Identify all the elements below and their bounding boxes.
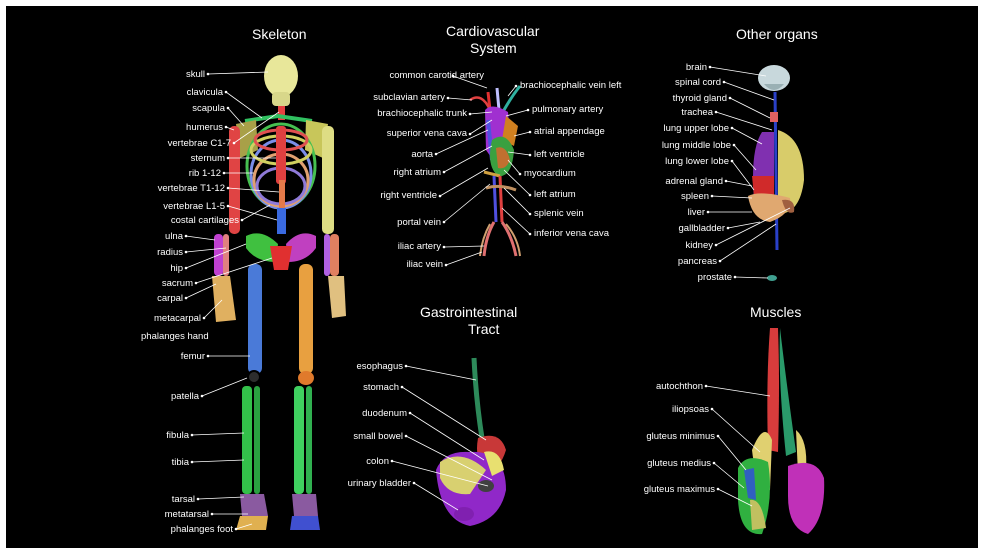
label-right-ventricle: right ventricle xyxy=(381,190,438,201)
label-aorta: aorta xyxy=(411,149,433,160)
label-phalanges-hand: phalanges hand xyxy=(141,331,209,342)
label-right-atrium: right atrium xyxy=(393,167,441,178)
label-scapula: scapula xyxy=(192,103,225,114)
label-pulmonary-artery: pulmonary artery xyxy=(532,104,603,115)
label-splenic-vein: splenic vein xyxy=(534,208,584,219)
label-prostate: prostate xyxy=(698,272,732,283)
label-spinal-cord: spinal cord xyxy=(675,77,721,88)
label-humerus: humerus xyxy=(186,122,223,133)
label-left-atrium: left atrium xyxy=(534,189,576,200)
cardio-title-line2: System xyxy=(470,40,517,56)
gi-figure xyxy=(436,358,506,526)
label-duodenum: duodenum xyxy=(362,408,407,419)
label-patella: patella xyxy=(171,391,199,402)
cardio-leader-lines xyxy=(436,76,530,265)
label-lung-upper-lobe: lung upper lobe xyxy=(664,123,730,134)
label-rib: rib 1-12 xyxy=(189,168,221,179)
muscles-title: Muscles xyxy=(750,304,801,320)
label-gallbladder: gallbladder xyxy=(679,223,725,234)
label-iliac-artery: iliac artery xyxy=(398,241,441,252)
label-kidney: kidney xyxy=(686,240,713,251)
label-metatarsal: metatarsal xyxy=(165,509,209,520)
label-skull: skull xyxy=(186,69,205,80)
label-costal-cartilages: costal cartilages xyxy=(171,215,239,226)
skeleton-figure xyxy=(212,55,346,530)
gi-title-line2: Tract xyxy=(468,321,499,337)
organs-title: Other organs xyxy=(736,26,818,42)
label-iliopsoas: iliopsoas xyxy=(672,404,709,415)
label-left-ventricle: left ventricle xyxy=(534,149,585,160)
label-colon: colon xyxy=(366,456,389,467)
label-gluteus-maximus: gluteus maximus xyxy=(644,484,715,495)
label-ulna: ulna xyxy=(165,231,183,242)
label-vertebrae-t: vertebrae T1-12 xyxy=(158,183,225,194)
label-brachiocephalic-vein-left: brachiocephalic vein left xyxy=(520,80,621,91)
label-autochthon: autochthon xyxy=(656,381,703,392)
label-vertebrae-c: vertebrae C1-7 xyxy=(168,138,231,149)
muscles-figure xyxy=(738,328,824,534)
label-inferior-vena-cava: inferior vena cava xyxy=(534,228,609,239)
label-atrial-appendage: atrial appendage xyxy=(534,126,605,137)
label-stomach: stomach xyxy=(363,382,399,393)
label-liver: liver xyxy=(688,207,705,218)
label-trachea: trachea xyxy=(681,107,713,118)
label-femur: femur xyxy=(181,351,205,362)
label-myocardium: myocardium xyxy=(524,168,576,179)
label-carpal: carpal xyxy=(157,293,183,304)
label-urinary-bladder: urinary bladder xyxy=(348,478,411,489)
label-spleen: spleen xyxy=(681,191,709,202)
cardio-title-line1: Cardiovascular xyxy=(446,23,539,39)
label-adrenal-gland: adrenal gland xyxy=(665,176,723,187)
label-clavicula: clavicula xyxy=(187,87,223,98)
label-gluteus-minimus: gluteus minimus xyxy=(646,431,715,442)
label-lung-middle-lobe: lung middle lobe xyxy=(662,140,731,151)
label-subclavian-artery: subclavian artery xyxy=(373,92,445,103)
label-metacarpal: metacarpal xyxy=(154,313,201,324)
label-pancreas: pancreas xyxy=(678,256,717,267)
label-tarsal: tarsal xyxy=(172,494,195,505)
label-radius: radius xyxy=(157,247,183,258)
label-tibia: tibia xyxy=(172,457,189,468)
label-vertebrae-l: vertebrae L1-5 xyxy=(163,201,225,212)
label-brachiocephalic-trunk: brachiocephalic trunk xyxy=(377,108,467,119)
label-esophagus: esophagus xyxy=(357,361,403,372)
label-gluteus-medius: gluteus medius xyxy=(647,458,711,469)
organs-figure xyxy=(748,65,804,281)
label-thyroid-gland: thyroid gland xyxy=(673,93,727,104)
label-superior-vena-cava: superior vena cava xyxy=(387,128,467,139)
label-fibula: fibula xyxy=(166,430,189,441)
label-portal-vein: portal vein xyxy=(397,217,441,228)
label-lung-lower-lobe: lung lower lobe xyxy=(665,156,729,167)
label-common-carotid-artery: common carotid artery xyxy=(389,70,484,81)
skeleton-title: Skeleton xyxy=(252,26,306,42)
label-sternum: sternum xyxy=(191,153,225,164)
label-sacrum: sacrum xyxy=(162,278,193,289)
label-phalanges-foot: phalanges foot xyxy=(171,524,233,535)
label-iliac-vein: iliac vein xyxy=(407,259,443,270)
cardiovascular-figure xyxy=(470,86,520,256)
label-brain: brain xyxy=(686,62,707,73)
label-hip: hip xyxy=(170,263,183,274)
gi-title-line1: Gastrointestinal xyxy=(420,304,517,320)
label-small-bowel: small bowel xyxy=(353,431,403,442)
